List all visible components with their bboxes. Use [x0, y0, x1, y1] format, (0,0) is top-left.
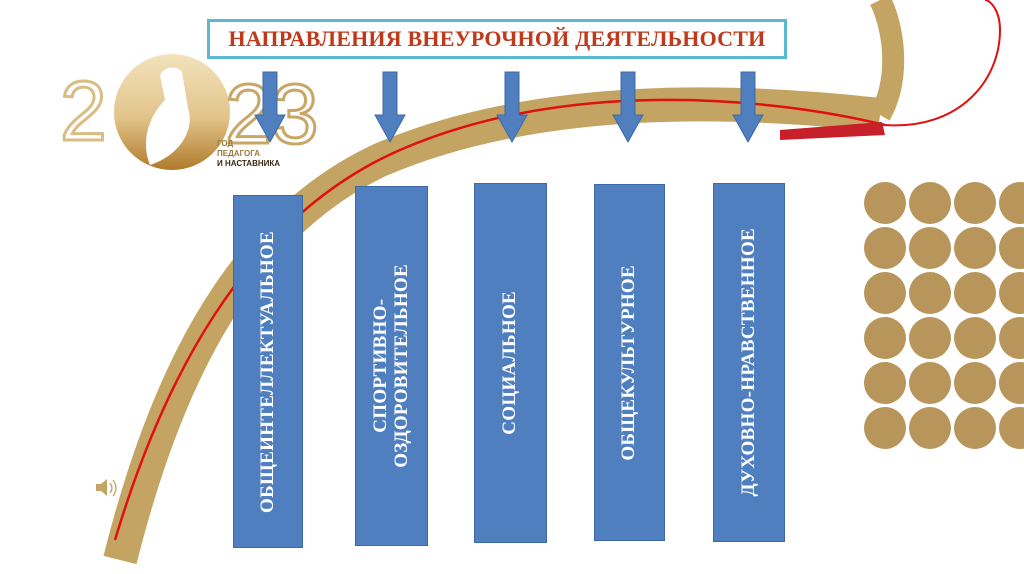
arrows: [254, 71, 764, 144]
gold-dot: [999, 407, 1024, 449]
gold-dot: [954, 227, 996, 269]
gold-dot: [999, 272, 1024, 314]
gold-dot: [954, 272, 996, 314]
gold-dot: [864, 362, 906, 404]
gold-dot: [909, 317, 951, 359]
gold-dot: [954, 362, 996, 404]
direction-label: СПОРТИВНО- ОЗДОРОВИТЕЛЬНОЕ: [369, 264, 412, 468]
gold-dot: [954, 407, 996, 449]
gold-dot: [954, 317, 996, 359]
gold-dot: [999, 227, 1024, 269]
gold-dot: [999, 182, 1024, 224]
gold-dot: [864, 317, 906, 359]
direction-box-sport: СПОРТИВНО- ОЗДОРОВИТЕЛЬНОЕ: [355, 186, 428, 546]
down-arrow-icon: [254, 71, 286, 144]
speaker-icon: [96, 479, 117, 497]
direction-label: ОБЩЕКУЛЬТУРНОЕ: [618, 264, 640, 461]
direction-label: СОЦИАЛЬНОЕ: [499, 291, 521, 435]
down-arrow-icon: [496, 71, 528, 144]
gold-dot: [864, 182, 906, 224]
gold-dot: [864, 272, 906, 314]
gold-dot: [864, 227, 906, 269]
direction-box-spiritual: ДУХОВНО-НРАВСТВЕННОЕ: [713, 183, 785, 542]
direction-box-cultural: ОБЩЕКУЛЬТУРНОЕ: [594, 184, 665, 541]
down-arrow-icon: [612, 71, 644, 144]
page-title: НАПРАВЛЕНИЯ ВНЕУРОЧНОЙ ДЕЯТЕЛЬНОСТИ: [207, 19, 787, 59]
down-arrow-icon: [374, 71, 406, 144]
gold-dot: [864, 407, 906, 449]
gold-dot: [909, 362, 951, 404]
svg-text:2: 2: [60, 64, 107, 158]
down-arrow-icon: [732, 71, 764, 144]
logo-line: И НАСТАВНИКА: [217, 159, 281, 168]
gold-dot: [909, 272, 951, 314]
logo-line: ПЕДАГОГА: [217, 149, 261, 158]
gold-dot-grid: [864, 182, 1024, 449]
gold-dot: [999, 317, 1024, 359]
direction-box-intellectual: ОБЩЕИНТЕЛЛЕКТУАЛЬНОЕ: [233, 195, 303, 548]
gold-dot: [954, 182, 996, 224]
gold-dot: [909, 182, 951, 224]
gold-dot: [999, 362, 1024, 404]
gold-dot: [909, 407, 951, 449]
gold-dot: [909, 227, 951, 269]
direction-label: ДУХОВНО-НРАВСТВЕННОЕ: [737, 228, 759, 497]
logo-line: ГОД: [217, 139, 234, 148]
logo-caption: ГОД ПЕДАГОГА И НАСТАВНИКА: [217, 139, 280, 169]
direction-label: ОБЩЕИНТЕЛЛЕКТУАЛЬНОЕ: [256, 230, 278, 513]
direction-box-social: СОЦИАЛЬНОЕ: [474, 183, 547, 543]
